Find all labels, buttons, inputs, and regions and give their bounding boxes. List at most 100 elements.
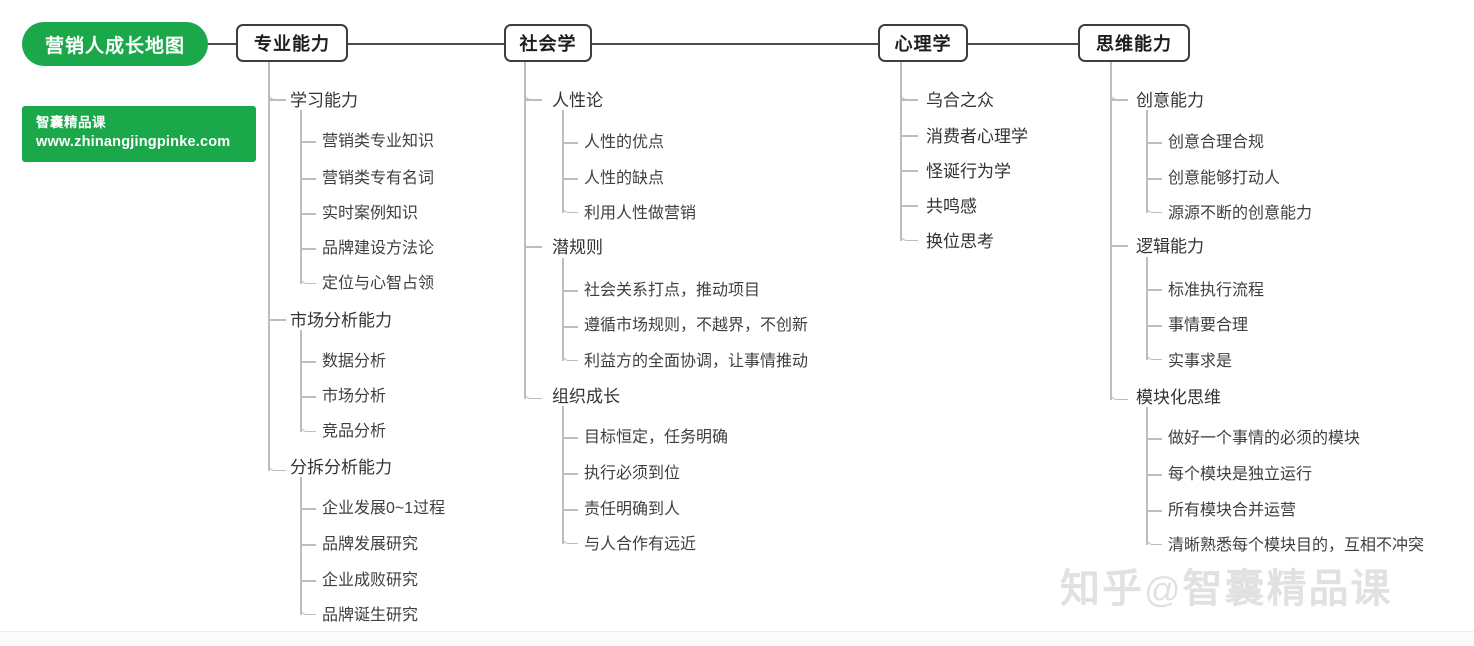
node-label-0-2-0[interactable]: 企业发展0~1过程 (322, 500, 446, 517)
node-label-0-0[interactable]: 学习能力 (290, 91, 358, 110)
branch-1-elbow-l2-0 (524, 62, 542, 100)
node-label-3-2-1[interactable]: 每个模块是独立运行 (1168, 466, 1313, 483)
branch-1-spine (524, 62, 526, 399)
branch-3-elbow-l2-2 (1110, 369, 1128, 400)
node-label-0-0-1[interactable]: 营销类专有名词 (322, 170, 435, 187)
node-label-0-0-4[interactable]: 定位与心智占领 (322, 275, 435, 292)
node-label-1-2[interactable]: 组织成长 (552, 387, 620, 406)
node-label-0-2-3[interactable]: 品牌诞生研究 (322, 607, 419, 624)
node-label-3-1[interactable]: 逻辑能力 (1136, 237, 1204, 256)
branch-1-1-spine (562, 258, 564, 361)
branch-3-1-elbow-last (1146, 329, 1162, 360)
node-label-1-1-1[interactable]: 遵循市场规则，不越界，不创新 (584, 317, 809, 334)
node-label-2-0[interactable]: 乌合之众 (926, 91, 994, 110)
root-node-label: 营销人成长地图 (44, 35, 185, 57)
node-label-3-1-2[interactable]: 实事求是 (1168, 353, 1233, 370)
branch-3-0-spine (1146, 110, 1148, 213)
node-label-3-1-0[interactable]: 标准执行流程 (1168, 282, 1265, 299)
root-node[interactable]: 营销人成长地图 (22, 22, 208, 66)
branch-0-stub-l2-0 (268, 99, 286, 101)
node-label-2-2[interactable]: 怪诞行为学 (926, 162, 1011, 181)
branch-0-1-stub-1 (300, 396, 316, 398)
node-label-1-2-1[interactable]: 执行必须到位 (584, 465, 681, 482)
branch-3-0-stub-1 (1146, 178, 1162, 180)
node-label-3-2[interactable]: 模块化思维 (1136, 388, 1221, 407)
node-label-1-1[interactable]: 潜规则 (552, 238, 603, 257)
node-label-0-2-1[interactable]: 品牌发展研究 (322, 536, 419, 553)
node-label-3-2-3[interactable]: 清晰熟悉每个模块目的，互相不冲突 (1168, 537, 1425, 554)
node-label-1-0[interactable]: 人性论 (552, 91, 603, 110)
branch-2-stub-l2-2 (900, 170, 918, 172)
branch-1-0-stub-1 (562, 178, 578, 180)
branch-1-0-elbow-last (562, 182, 578, 213)
branch-0-1-elbow-last (300, 400, 316, 432)
node-label-3-0[interactable]: 创意能力 (1136, 91, 1204, 110)
branch-1-0-stub-0 (562, 142, 578, 144)
node-label-0-1-2[interactable]: 竞品分析 (322, 423, 387, 440)
node-label-2-4[interactable]: 换位思考 (926, 232, 994, 251)
branch-0-0-stub-0 (300, 141, 316, 143)
node-label-3-0-1[interactable]: 创意能够打动人 (1168, 170, 1281, 187)
branch-node-1[interactable]: 社会学 (504, 24, 592, 62)
node-label-0-1[interactable]: 市场分析能力 (290, 311, 392, 330)
branch-0-2-stub-0 (300, 508, 316, 510)
node-label-0-0-0[interactable]: 营销类专业知识 (322, 133, 435, 150)
trunk-segment-b1-to-b2 (592, 43, 878, 45)
node-label-3-2-2[interactable]: 所有模块合并运营 (1168, 502, 1297, 519)
branch-3-1-stub-1 (1146, 325, 1162, 327)
branch-3-stub-l2-0 (1110, 99, 1128, 101)
branch-1-1-stub-1 (562, 326, 578, 328)
node-label-0-2-2[interactable]: 企业成败研究 (322, 572, 419, 589)
node-label-2-3[interactable]: 共鸣感 (926, 197, 977, 216)
node-label-1-2-2[interactable]: 责任明确到人 (584, 501, 681, 518)
branch-1-2-spine (562, 406, 564, 544)
node-label-0-2[interactable]: 分拆分析能力 (290, 458, 392, 477)
branch-node-1-label: 社会学 (519, 34, 577, 54)
branch-3-2-stub-0 (1146, 438, 1162, 440)
branch-0-0-stub-3 (300, 248, 316, 250)
branch-1-1-stub-0 (562, 290, 578, 292)
branch-node-3[interactable]: 思维能力 (1078, 24, 1190, 62)
branch-0-stub-l2-1 (268, 319, 286, 321)
branch-node-0[interactable]: 专业能力 (236, 24, 348, 62)
node-label-1-2-3[interactable]: 与人合作有远近 (584, 536, 697, 553)
node-label-0-0-2[interactable]: 实时案例知识 (322, 205, 419, 222)
node-label-1-1-2[interactable]: 利益方的全面协调，让事情推动 (584, 353, 809, 370)
node-label-0-1-0[interactable]: 数据分析 (322, 353, 387, 370)
node-label-3-1-1[interactable]: 事情要合理 (1168, 317, 1249, 334)
branch-0-2-elbow-last (300, 584, 316, 615)
brand-url: www.zhinangjingpinke.com (36, 134, 231, 150)
branch-2-elbow-l2-last (900, 209, 918, 241)
brand-name: 智囊精品课 (36, 115, 106, 130)
branch-3-1-spine (1146, 257, 1148, 360)
brand-banner: 智囊精品课 www.zhinangjingpinke.com (22, 106, 256, 162)
trunk-segment-root-to-b0 (208, 43, 236, 45)
branch-3-2-stub-2 (1146, 510, 1162, 512)
branch-0-2-stub-2 (300, 580, 316, 582)
branch-0-0-stub-2 (300, 213, 316, 215)
branch-2-stub-l2-0 (900, 99, 918, 101)
node-label-3-0-2[interactable]: 源源不断的创意能力 (1168, 205, 1313, 222)
node-label-3-0-0[interactable]: 创意合理合规 (1168, 134, 1265, 151)
bottom-band (0, 631, 1474, 646)
branch-1-1-elbow-last (562, 330, 578, 361)
branch-node-2[interactable]: 心理学 (878, 24, 968, 62)
node-label-3-2-0[interactable]: 做好一个事情的必须的模块 (1168, 430, 1361, 447)
node-label-1-2-0[interactable]: 目标恒定，任务明确 (584, 429, 729, 446)
branch-0-1-stub-0 (300, 361, 316, 363)
node-label-0-0-3[interactable]: 品牌建设方法论 (322, 240, 435, 257)
node-label-1-0-1[interactable]: 人性的缺点 (584, 170, 665, 187)
branch-node-2-label: 心理学 (894, 34, 952, 54)
branch-0-0-elbow-last (300, 252, 316, 284)
branch-3-0-elbow-last (1146, 182, 1162, 213)
node-label-1-1-0[interactable]: 社会关系打点，推动项目 (584, 282, 761, 299)
node-label-2-1[interactable]: 消费者心理学 (926, 127, 1028, 146)
watermark-at-icon: @ (1144, 569, 1183, 610)
branch-1-2-elbow-last (562, 513, 578, 544)
branch-0-spine (268, 62, 270, 471)
branch-3-1-stub-0 (1146, 289, 1162, 291)
node-label-0-1-1[interactable]: 市场分析 (322, 388, 387, 405)
branch-3-2-spine (1146, 407, 1148, 545)
node-label-1-0-0[interactable]: 人性的优点 (584, 134, 665, 151)
node-label-1-0-2[interactable]: 利用人性做营销 (584, 205, 697, 222)
